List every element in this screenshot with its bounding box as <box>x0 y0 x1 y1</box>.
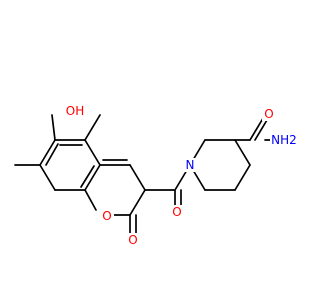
amide-ketone-oxygen-text: O <box>172 205 181 219</box>
ring-oxygen-text: O <box>102 209 111 223</box>
lactone-carbonyl-oxygen-label: O <box>126 233 140 247</box>
bond <box>80 165 95 188</box>
bond <box>129 164 146 191</box>
bond-layer <box>14 114 286 239</box>
bond <box>234 139 251 166</box>
hydroxyl-text: OH <box>66 104 84 118</box>
bond <box>84 164 101 191</box>
hydroxyl-label: OH <box>65 104 85 118</box>
piperidine-nitrogen-label: N <box>183 158 197 172</box>
molecule-structure-diagram: OH O O O N O NH2 <box>14 104 298 247</box>
carboxamide-oxygen-text: O <box>264 107 273 121</box>
carboxamide-nitrogen-label: NH2 <box>270 133 298 147</box>
atom-label-layer: OH O O O N O NH2 <box>65 104 298 247</box>
bond <box>84 189 97 211</box>
bond <box>39 164 56 191</box>
bond <box>51 114 56 141</box>
carboxamide-nitrogen-text: NH2 <box>271 133 297 147</box>
bond <box>84 139 101 166</box>
bond <box>234 164 251 191</box>
bond <box>129 189 146 216</box>
lactone-carbonyl-oxygen-text: O <box>128 233 137 247</box>
ring-oxygen-label: O <box>100 209 114 223</box>
bond <box>45 143 59 166</box>
piperidine-nitrogen-text: N <box>186 158 195 172</box>
amide-ketone-oxygen-label: O <box>170 205 184 219</box>
bond <box>39 139 56 166</box>
carboxamide-oxygen-label: O <box>262 107 276 121</box>
bond <box>84 114 101 141</box>
